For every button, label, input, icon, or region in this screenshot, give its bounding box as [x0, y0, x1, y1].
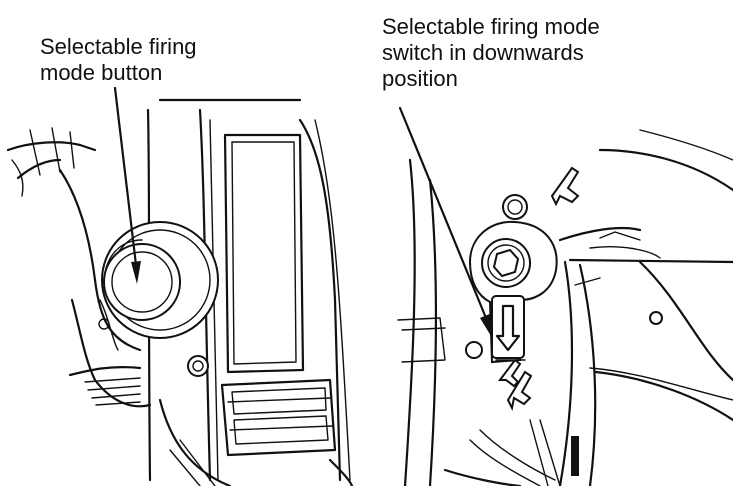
right-callout-line-3: position [382, 66, 458, 91]
right-callout-line-2: switch in downwards [382, 40, 584, 65]
right-callout-arrow [398, 106, 492, 336]
right-callout-label: Selectable firing mode switch in downwar… [382, 14, 600, 92]
right-tool-illustration [397, 129, 733, 486]
left-callout-arrow [113, 86, 141, 284]
left-callout-line-2: mode button [40, 60, 163, 85]
left-tool-illustration [6, 98, 354, 486]
left-callout-line-1: Selectable firing [40, 34, 197, 59]
right-callout-line-1: Selectable firing mode [382, 14, 600, 39]
left-callout-label: Selectable firing mode button [40, 34, 197, 86]
